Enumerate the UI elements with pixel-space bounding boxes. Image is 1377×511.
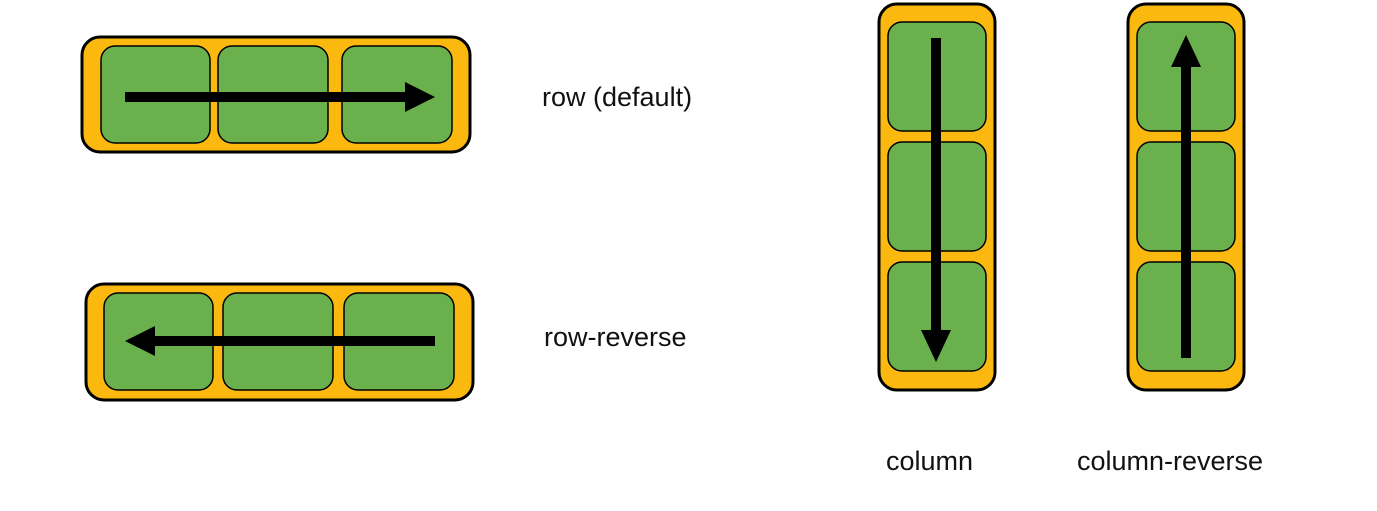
row-reverse-example: row-reverse [84,282,687,402]
left-arrow-icon [125,326,435,356]
right-arrow-icon [125,82,435,112]
row-reverse-label: row-reverse [544,322,687,352]
column-example: column [877,2,997,476]
up-arrow-icon [1171,35,1201,358]
column-reverse-label: column-reverse [1077,446,1263,476]
column-label: column [886,446,973,476]
row-example: row (default) [80,35,692,154]
down-arrow-icon [921,38,951,362]
column-reverse-example: column-reverse [1077,2,1263,476]
row-label: row (default) [542,82,692,112]
